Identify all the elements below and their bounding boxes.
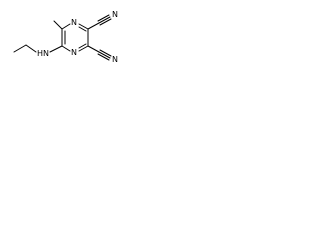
ethyl-bond-ch2-ch3 — [13, 44, 27, 53]
ring-bond-c5-n4 — [61, 23, 71, 30]
chemical-structure-diagram: N N N N HN — [13, 10, 118, 64]
ring-nitrogen-top-label: N — [71, 18, 77, 27]
nitrile-bottom-triple-2 — [97, 53, 110, 61]
ring-bond-n4-c3 — [78, 23, 89, 30]
nitrile-top-nitrogen-label: N — [112, 10, 118, 19]
nitrile-bottom-nitrogen-label: N — [112, 55, 118, 64]
nitrile-bottom-single-bond — [87, 45, 100, 53]
nitrile-bottom — [87, 45, 112, 61]
ring-nitrogen-bottom-label: N — [71, 48, 77, 57]
ethyl-bond-n-ch2 — [25, 44, 37, 53]
nitrile-top-triple-3 — [99, 18, 112, 26]
ring-bond-c2-n1-double — [78, 43, 87, 49]
nitrile-top-single-bond — [87, 22, 100, 30]
methyl-bond — [53, 20, 63, 30]
nitrile-top — [87, 14, 112, 30]
ring-bond-c2-n1 — [78, 45, 89, 52]
nitrile-top-triple-2 — [97, 14, 110, 22]
nitrile-bottom-triple-3 — [99, 49, 112, 57]
amino-bond-c6-n — [49, 45, 63, 53]
ring-bond-n4-c3-double — [78, 26, 87, 32]
nitrile-top-triple-1 — [98, 16, 111, 24]
amino-hn-label: HN — [37, 49, 49, 58]
nitrile-bottom-triple-1 — [98, 51, 111, 59]
pyrazine-ring — [61, 23, 89, 52]
ethylamino-group — [13, 44, 63, 53]
ring-bond-n1-c6 — [61, 45, 71, 52]
